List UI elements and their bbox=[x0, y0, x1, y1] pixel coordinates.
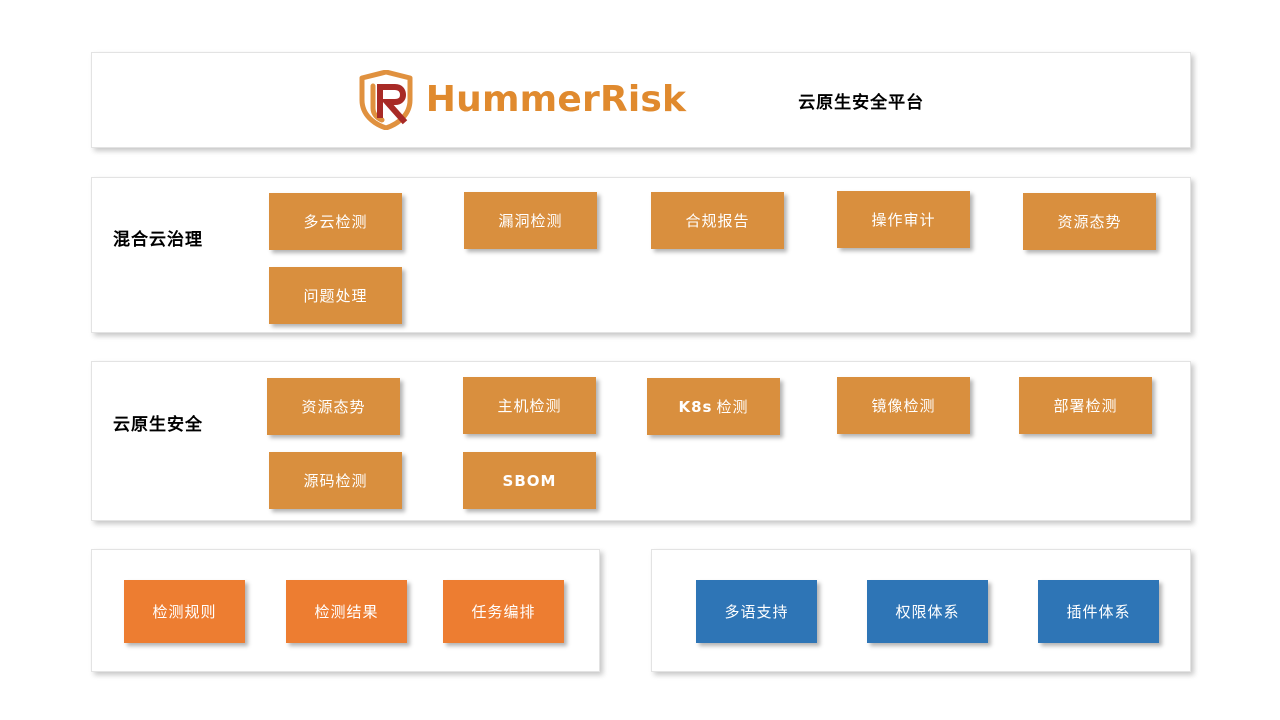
module-box[interactable]: 漏洞检测 bbox=[464, 192, 597, 249]
section-hybrid-cloud: 混合云治理 多云检测 漏洞检测合规报告操作审计资源态势问题处理 bbox=[91, 177, 1191, 333]
module-box[interactable]: 资源态势 bbox=[1023, 193, 1156, 250]
module-box-label-latin: K8s bbox=[678, 397, 713, 416]
module-box[interactable]: SBOM bbox=[463, 452, 596, 509]
module-box[interactable]: 检测结果 bbox=[286, 580, 407, 643]
header-tagline: 云原生安全平台 bbox=[798, 92, 925, 112]
module-box[interactable]: 权限体系 bbox=[867, 580, 988, 643]
header-content: HummerRisk 云原生安全平台 bbox=[92, 53, 1190, 147]
module-box[interactable]: 多云检测 bbox=[269, 193, 402, 250]
hummerrisk-shield-logo-icon bbox=[359, 70, 413, 130]
header-panel: HummerRisk 云原生安全平台 bbox=[91, 52, 1191, 148]
panel-platform-capability: 检测规则检测结果任务编排 bbox=[91, 549, 600, 672]
module-box-label-cjk: 检测 bbox=[716, 398, 749, 416]
brand-name: HummerRisk bbox=[425, 79, 687, 120]
module-box[interactable]: 主机检测 bbox=[463, 377, 596, 434]
module-box[interactable]: 镜像检测 bbox=[837, 377, 970, 434]
module-box[interactable]: 资源态势 bbox=[267, 378, 400, 435]
section-title-hybrid-cloud: 混合云治理 bbox=[113, 230, 203, 249]
module-box[interactable]: 检测规则 bbox=[124, 580, 245, 643]
brand-lockup: HummerRisk bbox=[358, 70, 686, 130]
module-box[interactable]: 问题处理 bbox=[269, 267, 402, 324]
module-box[interactable]: 多语支持 bbox=[696, 580, 817, 643]
module-box[interactable]: 插件体系 bbox=[1038, 580, 1159, 643]
module-box[interactable]: 操作审计 bbox=[837, 191, 970, 248]
module-box[interactable]: 合规报告 bbox=[651, 192, 784, 249]
module-box[interactable]: 任务编排 bbox=[443, 580, 564, 643]
module-box[interactable]: 源码检测 bbox=[269, 452, 402, 509]
module-box[interactable]: 部署检测 bbox=[1019, 377, 1152, 434]
section-title-cloud-native: 云原生安全 bbox=[113, 415, 203, 434]
panel-platform-support: 多语支持权限体系插件体系 bbox=[651, 549, 1191, 672]
